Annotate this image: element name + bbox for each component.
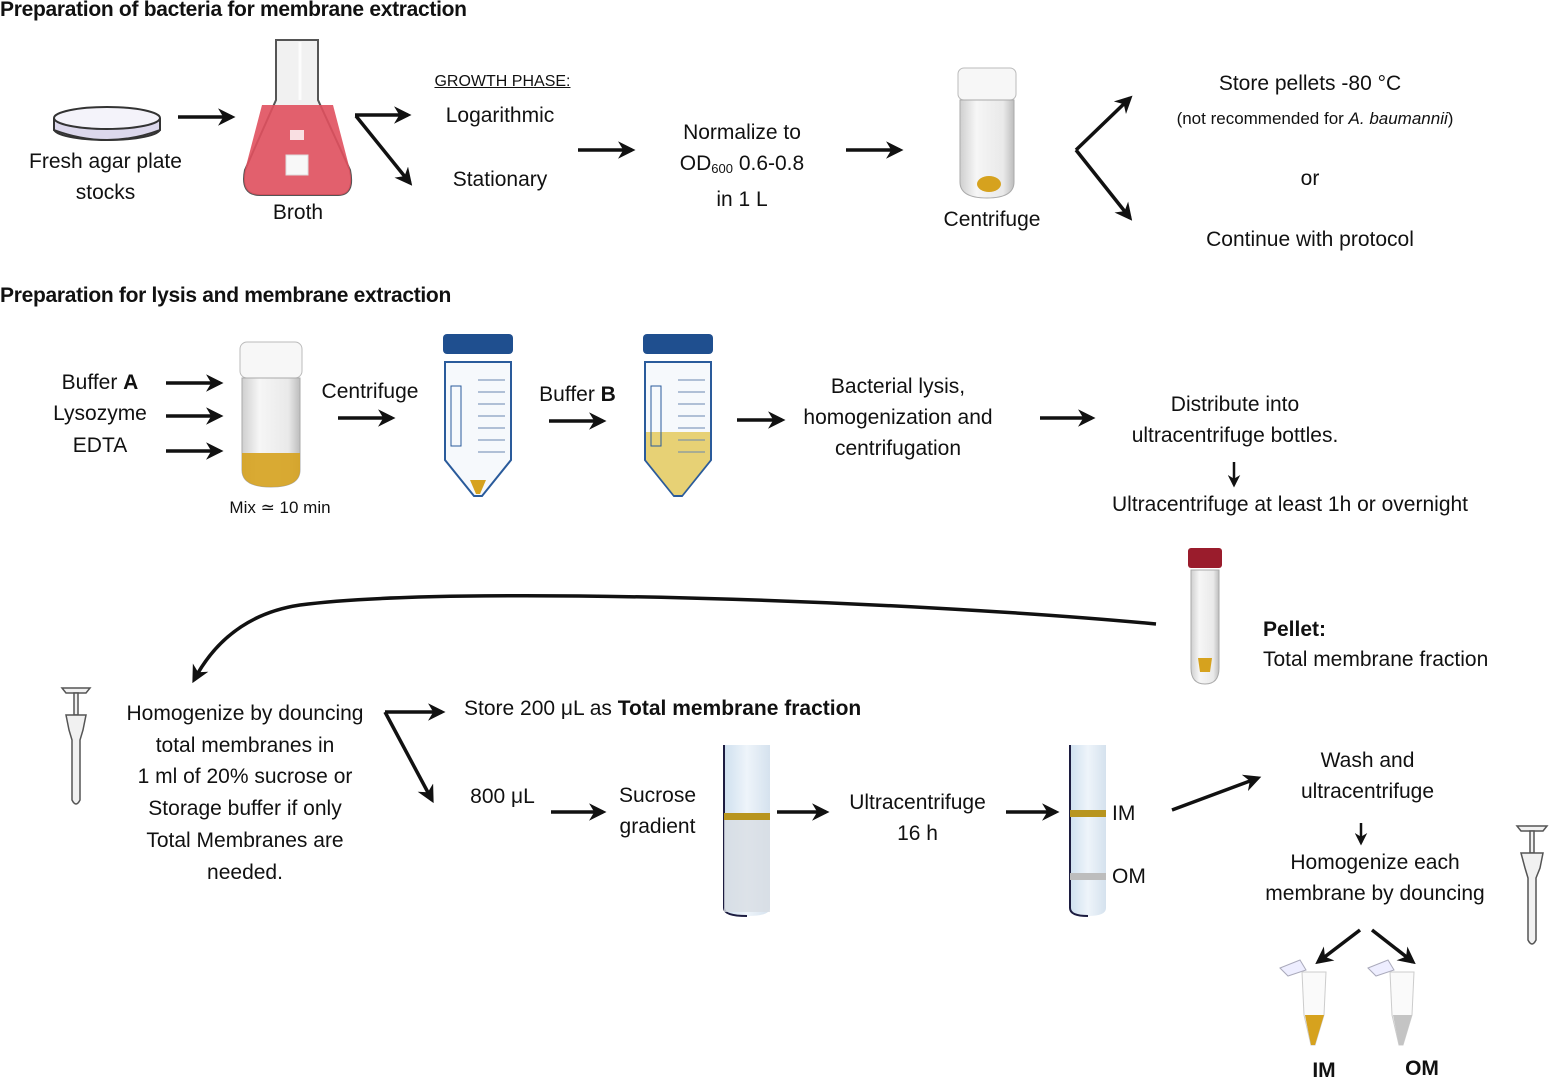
arrow-pellet-to-homogenize bbox=[192, 593, 1157, 684]
homogenize-line-6: needed. bbox=[207, 860, 283, 884]
arrow-to-store bbox=[1074, 95, 1133, 152]
homogenize-line-3: 1 ml of 20% sucrose or bbox=[137, 765, 353, 789]
band-im-label: IM bbox=[1112, 802, 1136, 825]
ultracentrifuge-16h-label: Ultracentrifuge 16 h bbox=[830, 787, 1005, 849]
ultracentrifuge-label: Ultracentrifuge at least 1h or overnight bbox=[1111, 493, 1469, 516]
eppendorf-tube-om-icon bbox=[1367, 959, 1415, 1046]
arrow-to-im-tube bbox=[1315, 928, 1362, 965]
continue-label: Continue with protocol bbox=[1206, 228, 1414, 251]
homog-each-line-2: membrane by douncing bbox=[1265, 882, 1485, 905]
homog-each-line-1: Homogenize each bbox=[1290, 851, 1460, 874]
homogenize-each-step: Homogenize each membrane by douncing bbox=[1240, 847, 1510, 909]
normalize-line-1: Normalize to bbox=[683, 121, 801, 144]
pellet-title: Pellet: bbox=[1263, 614, 1326, 645]
lysis-step: Bacterial lysis, homogenization and cent… bbox=[778, 371, 1018, 464]
plate-label-line-2: stocks bbox=[75, 181, 136, 204]
buffer-a-label: Buffer A bbox=[40, 367, 160, 398]
centrifuge-label: Centrifuge bbox=[943, 208, 1041, 231]
arrow-to-om-tube bbox=[1370, 928, 1416, 965]
pellet-description: Total membrane fraction bbox=[1263, 648, 1489, 671]
growth-logarithmic: Logarithmic bbox=[445, 104, 555, 127]
sucrose-line-2: gradient bbox=[619, 815, 696, 838]
store-pellets-note: (not recommended for A. baumannii) bbox=[1130, 108, 1500, 130]
ultra-line-1: Ultracentrifuge bbox=[849, 791, 986, 814]
sucrose-gradient-tube-icon bbox=[723, 745, 770, 917]
distribute-step: Distribute into ultracentrifuge bottles. bbox=[1100, 389, 1370, 451]
buffer-a-letter: A bbox=[123, 371, 139, 394]
arrow-to-800 bbox=[383, 711, 434, 804]
arrow-to-stationary bbox=[354, 114, 413, 186]
plate-label-line-1: Fresh agar plate bbox=[29, 150, 182, 173]
wash-line-1: Wash and bbox=[1320, 749, 1415, 772]
ultra-line-2: 16 h bbox=[897, 822, 938, 845]
arrow-to-wash bbox=[1171, 774, 1262, 812]
lysis-line-2: homogenization and bbox=[803, 406, 993, 429]
store-200-label: Store 200 μL as Total membrane fraction bbox=[464, 693, 861, 724]
buffer-a-text: Buffer bbox=[61, 371, 124, 394]
distribute-line-2: ultracentrifuge bottles. bbox=[1131, 424, 1339, 447]
od-range: 0.6-0.8 bbox=[732, 152, 805, 175]
homogenize-line-5: Total Membranes are bbox=[146, 828, 344, 852]
normalize-line-2: OD600 0.6-0.8 bbox=[652, 148, 832, 184]
lysis-bottle-icon bbox=[239, 341, 303, 488]
note-text: (not recommended for bbox=[1176, 109, 1349, 128]
store-pellets-label: Store pellets -80 °C bbox=[1218, 72, 1402, 95]
wash-line-2: ultracentrifuge bbox=[1300, 780, 1435, 803]
mix-label: Mix ≃ 10 min bbox=[229, 498, 331, 517]
od-wavelength: 600 bbox=[711, 161, 733, 176]
plate-label: Fresh agar plate stocks bbox=[18, 146, 193, 208]
od-label: OD bbox=[679, 152, 712, 175]
centrifuge-bottle-icon bbox=[957, 67, 1017, 199]
broth-label: Broth bbox=[272, 201, 324, 224]
separated-membranes-tube-icon bbox=[1069, 745, 1106, 917]
note-species: A. baumannii bbox=[1348, 109, 1448, 128]
lysozyme-label: Lysozyme bbox=[53, 402, 147, 425]
ultracentrifuge-tube-icon bbox=[1188, 548, 1222, 685]
arrow-to-continue bbox=[1074, 148, 1133, 221]
band-om-label: OM bbox=[1112, 865, 1146, 888]
buffer-b-label: Buffer B bbox=[525, 379, 630, 410]
normalize-line-3: in 1 L bbox=[716, 188, 768, 211]
distribute-line-1: Distribute into bbox=[1170, 393, 1300, 416]
petri-dish-icon bbox=[53, 106, 161, 141]
wash-step: Wash and ultracentrifuge bbox=[1260, 745, 1475, 807]
homogenize-line-4: Storage buffer if only bbox=[148, 797, 342, 821]
conical-tube-pellet-icon bbox=[443, 334, 513, 497]
note-close: ) bbox=[1447, 109, 1454, 128]
section-title-lysis-prep: Preparation for lysis and membrane extra… bbox=[0, 284, 451, 307]
normalize-step: Normalize to OD600 0.6-0.8 in 1 L bbox=[652, 117, 832, 215]
homogenize-line-2: total membranes in bbox=[155, 733, 335, 757]
erlenmeyer-flask-icon bbox=[243, 39, 353, 196]
buffer-b-letter: B bbox=[600, 383, 616, 406]
homogenize-step: Homogenize by douncing total membranes i… bbox=[100, 698, 390, 888]
sucrose-gradient-label: Sucrose gradient bbox=[600, 780, 715, 842]
conical-tube-buffer-icon bbox=[643, 334, 713, 497]
section-title-bacteria-prep: Preparation of bacteria for membrane ext… bbox=[0, 0, 467, 21]
sucrose-line-1: Sucrose bbox=[618, 784, 697, 807]
homogenize-line-1: Homogenize by douncing bbox=[126, 702, 364, 725]
store-200-bold: Total membrane fraction bbox=[617, 697, 862, 720]
growth-phase-header: GROWTH PHASE: bbox=[434, 73, 571, 90]
tube-im-label: IM bbox=[1312, 1059, 1336, 1082]
or-label: or bbox=[1300, 167, 1320, 190]
buffer-b-text: Buffer bbox=[539, 383, 601, 406]
edta-label: EDTA bbox=[72, 434, 128, 457]
volume-800-label: 800 μL bbox=[470, 785, 535, 808]
pellet-title-text: Pellet: bbox=[1263, 618, 1327, 641]
lysis-line-1: Bacterial lysis, bbox=[830, 375, 966, 398]
eppendorf-tube-im-icon bbox=[1279, 959, 1327, 1046]
dounce-homogenizer-icon-2 bbox=[1515, 825, 1549, 945]
dounce-homogenizer-icon bbox=[60, 687, 92, 805]
growth-stationary: Stationary bbox=[452, 168, 548, 191]
tube-om-label: OM bbox=[1405, 1057, 1439, 1080]
lysis-line-3: centrifugation bbox=[834, 437, 962, 460]
store-200-text: Store 200 μL as bbox=[464, 697, 618, 720]
centrifuge-label-2: Centrifuge bbox=[321, 380, 419, 403]
